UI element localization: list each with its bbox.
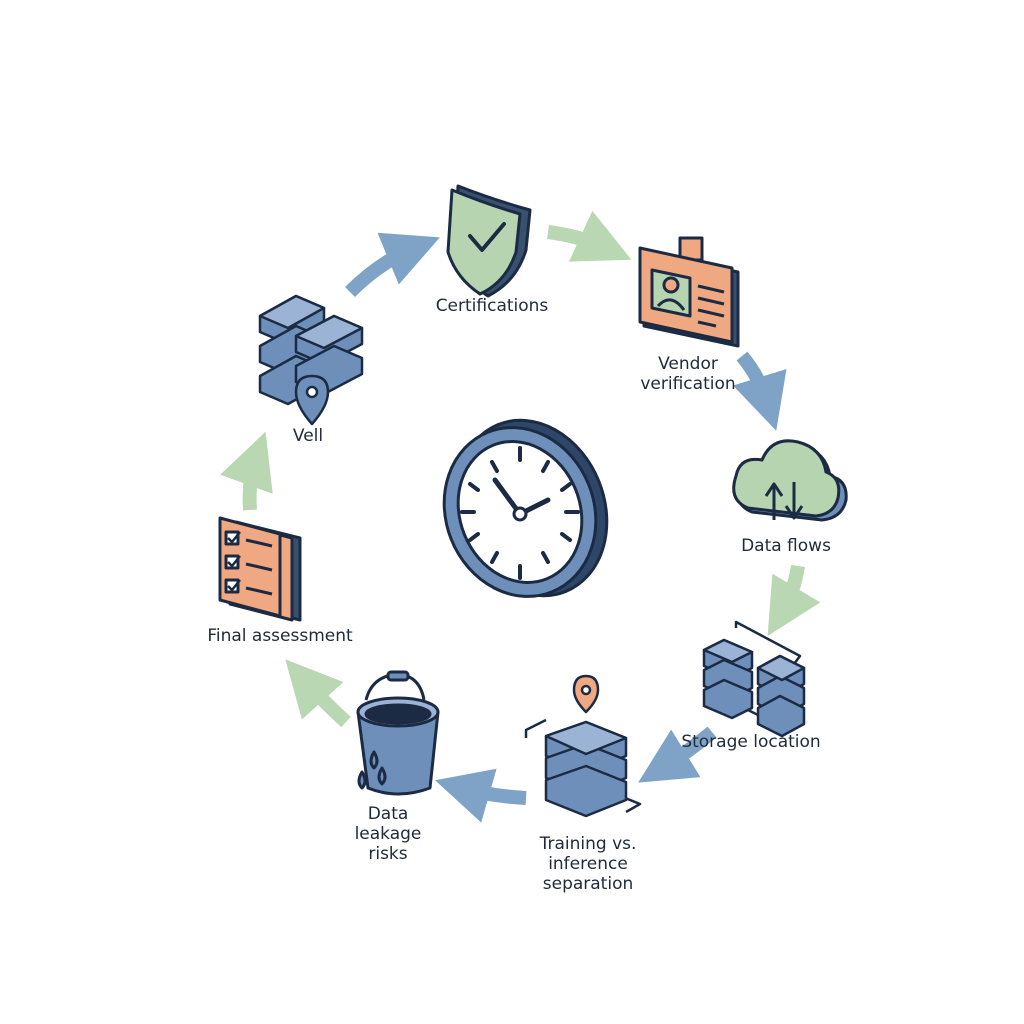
- arrow-vell-to-certifications: [345, 232, 440, 297]
- label-final-assessment: Final assessment: [207, 626, 353, 646]
- shield-check-icon: [446, 184, 532, 298]
- label-data-leakage: Data leakage risks: [354, 804, 422, 864]
- server-pin-icon: [524, 674, 642, 818]
- label-data-flows: Data flows: [741, 536, 831, 556]
- id-badge-icon: [638, 236, 740, 348]
- arrow-training-to-leakage: [435, 768, 527, 823]
- arrow-leakage-to-final: [285, 659, 351, 728]
- label-storage-location: Storage location: [681, 732, 821, 752]
- label-vendor-verification: Vendor verification: [640, 354, 736, 394]
- label-training-inference: Training vs. inference separation: [539, 834, 637, 894]
- cycle-arrows: [220, 210, 821, 823]
- label-vell: Vell: [292, 426, 324, 446]
- arrow-dataflows-to-storage: [767, 564, 821, 637]
- arrow-certifications-to-vendor: [547, 210, 632, 262]
- label-certifications: Certifications: [435, 296, 549, 316]
- clock-icon: [442, 418, 609, 598]
- leaking-bucket-icon: [356, 670, 440, 796]
- arrow-final-to-vell: [220, 431, 273, 511]
- arrow-storage-to-training: [638, 726, 717, 783]
- server-location-icon: [258, 294, 364, 426]
- server-stacks-icon: [702, 620, 806, 738]
- arrow-vendor-to-dataflows: [733, 351, 787, 431]
- checklist-icon: [218, 516, 302, 622]
- cloud-sync-icon: [732, 439, 848, 522]
